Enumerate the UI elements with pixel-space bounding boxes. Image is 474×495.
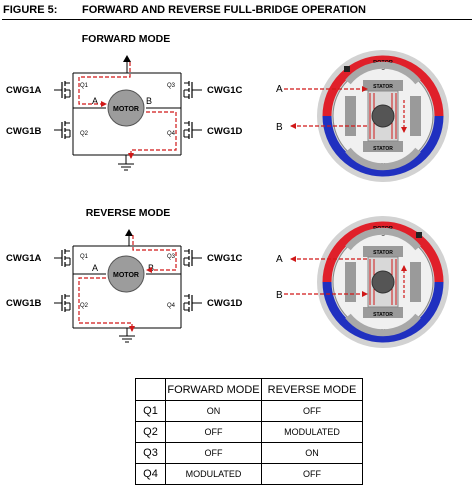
table-row-header: Q1 [135, 400, 166, 422]
forward-bridge: FORWARD MODE MOTOR A B Q1 [6, 33, 243, 171]
table-header-cell: FORWARD MODE [165, 378, 262, 401]
q3-label: Q3 [167, 83, 176, 89]
table-row-header: Q3 [135, 442, 166, 464]
rotor-marker [416, 232, 422, 238]
q3-transistor-icon [183, 80, 193, 100]
cwg1b-label: CWG1B [6, 298, 42, 309]
reverse-current-path-top [132, 235, 177, 273]
motor-label: MOTOR [113, 106, 139, 113]
input-a-label: A [276, 254, 283, 265]
reverse-bridge: REVERSE MODE MOTOR A B Q1 [6, 207, 243, 343]
stator-label: STATOR [373, 146, 393, 152]
stator-pole-left [345, 96, 356, 136]
reverse-current-path-bottom [78, 277, 135, 332]
table-row: Q2 OFF MODULATED [135, 421, 363, 443]
rotor-shaft [371, 270, 395, 294]
table-header-cell [135, 378, 166, 401]
q2-label: Q2 [80, 303, 89, 309]
motor-icon [107, 255, 145, 293]
q1-transistor-icon [61, 248, 71, 268]
cwg1a-label: CWG1A [6, 85, 42, 96]
cwg1a-label: CWG1A [6, 253, 42, 264]
supply-arrow-icon [125, 229, 133, 236]
reverse-motor-section: ROTOR S N STATOR STATOR A B [276, 216, 449, 348]
stator-pole-left [345, 262, 356, 302]
pole-s-label: S [381, 66, 385, 72]
cwg1c-label: CWG1C [207, 253, 243, 264]
figure-label: FIGURE 5: [3, 4, 58, 16]
input-a-label: A [276, 84, 283, 95]
q2-label: Q2 [80, 131, 89, 137]
node-a-label: A [92, 96, 98, 106]
bridge-diagram: FORWARD MODE MOTOR A B Q1 [6, 33, 449, 348]
input-b-label: B [276, 290, 283, 301]
q4-label: Q4 [167, 131, 176, 137]
transistor-state-table: FORWARD MODE REVERSE MODE Q1 ON OFF Q2 O… [135, 378, 363, 485]
motor-label: MOTOR [113, 272, 139, 279]
q2-transistor-icon [61, 293, 71, 313]
pole-s-label: S [381, 232, 385, 238]
table-cell: OFF [261, 400, 363, 422]
forward-mode-title: FORWARD MODE [82, 33, 170, 45]
q3-label: Q3 [167, 254, 176, 260]
table-cell: OFF [261, 463, 363, 485]
cwg1c-label: CWG1C [207, 85, 243, 96]
forward-current-path-top [78, 62, 131, 107]
rotor-red-half [322, 221, 444, 283]
stator-pole-right [410, 262, 421, 302]
q1-transistor-icon [61, 80, 71, 100]
figure-title: FORWARD AND REVERSE FULL-BRIDGE OPERATIO… [82, 4, 366, 16]
stator-pole-bottom [363, 141, 403, 152]
q1-label: Q1 [80, 254, 89, 260]
forward-motor-section: ROTOR S N STATOR STATOR A B [276, 50, 449, 182]
table-row-header: Q2 [135, 421, 166, 443]
node-b-label: B [148, 263, 154, 273]
table-cell: MODULATED [165, 463, 262, 485]
q2-transistor-icon [61, 120, 71, 140]
node-b-label: B [146, 96, 152, 106]
stator-pole-top [363, 80, 403, 91]
table-row-header: Q4 [135, 463, 166, 485]
supply-arrow-icon [123, 55, 131, 62]
cwg1d-label: CWG1D [207, 126, 243, 137]
cwg1d-label: CWG1D [207, 298, 243, 309]
rotor-blue-half [322, 281, 444, 343]
stator-label: STATOR [373, 312, 393, 318]
q4-transistor-icon [183, 120, 193, 140]
cwg1b-label: CWG1B [6, 126, 42, 137]
stator-label: STATOR [373, 84, 393, 90]
header-rule [2, 19, 472, 20]
q4-transistor-icon [183, 293, 193, 313]
reverse-mode-title: REVERSE MODE [86, 207, 171, 219]
node-a-label: A [92, 263, 98, 273]
table-cell: ON [165, 400, 262, 422]
table-cell: MODULATED [261, 421, 363, 443]
table-cell: OFF [165, 442, 262, 464]
rotor-blue-half [322, 115, 444, 177]
q1-label: Q1 [80, 83, 89, 89]
table-cell: OFF [165, 421, 262, 443]
table-row: Q1 ON OFF [135, 400, 363, 422]
stator-pole-top [363, 246, 403, 257]
motor-icon [107, 89, 145, 127]
table-header-row: FORWARD MODE REVERSE MODE [135, 378, 363, 401]
table-row: Q3 OFF ON [135, 442, 363, 464]
table-row: Q4 MODULATED OFF [135, 463, 363, 485]
input-b-label: B [276, 122, 283, 133]
rotor-shaft [371, 104, 395, 128]
forward-current-path-bottom [128, 111, 177, 159]
stator-pole-bottom [363, 307, 403, 318]
q4-label: Q4 [167, 303, 176, 309]
rotor-marker [344, 66, 350, 72]
stator-pole-right [410, 96, 421, 136]
q3-transistor-icon [183, 248, 193, 268]
stator-label: STATOR [373, 250, 393, 256]
table-cell: ON [261, 442, 363, 464]
rotor-red-half [322, 55, 444, 117]
table-header-cell: REVERSE MODE [261, 378, 363, 401]
figure-header: FIGURE 5: FORWARD AND REVERSE FULL-BRIDG… [0, 0, 474, 22]
